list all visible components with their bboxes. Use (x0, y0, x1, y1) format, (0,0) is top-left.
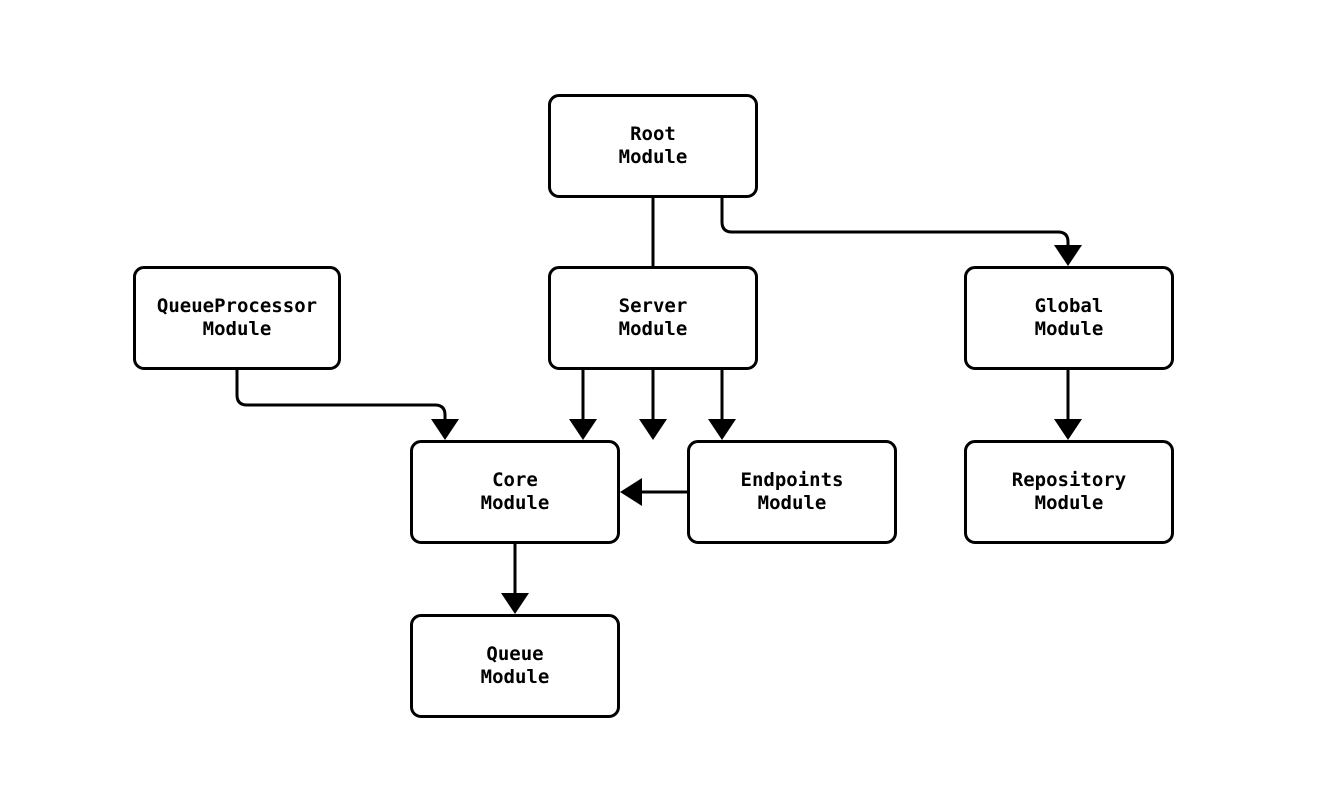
edge-root-to-global (720, 198, 1082, 266)
node-queue-module-suffix: Module (480, 666, 550, 688)
node-queueprocessor-module-name: QueueProcessor (156, 295, 318, 317)
node-queue-module[interactable]: Queue Module (410, 614, 620, 718)
node-core-module-name: Core (492, 469, 538, 491)
node-root-module-suffix: Module (618, 146, 688, 168)
node-repository-module[interactable]: Repository Module (964, 440, 1174, 544)
node-global-module-suffix: Module (1034, 318, 1104, 340)
node-repository-module-name: Repository (1011, 469, 1127, 491)
arrowhead-down (431, 419, 459, 440)
node-queueprocessor-module[interactable]: QueueProcessor Module (133, 266, 341, 370)
edge-server-to-core (569, 370, 597, 440)
edge-line (235, 370, 447, 430)
edge-line (720, 198, 1070, 256)
edge-global-to-repository (1054, 370, 1082, 440)
node-endpoints-module-suffix: Module (757, 492, 827, 514)
arrowhead-left (620, 478, 642, 506)
node-root-module[interactable]: Root Module (548, 94, 758, 198)
arrowhead-down (639, 419, 667, 440)
arrowhead-down (708, 419, 736, 440)
node-endpoints-module-name: Endpoints (740, 469, 844, 491)
arrowhead-down (501, 593, 529, 614)
node-server-module-suffix: Module (618, 318, 688, 340)
node-server-module[interactable]: Server Module (548, 266, 758, 370)
node-root-module-name: Root (630, 123, 676, 145)
node-server-module-name: Server (618, 295, 688, 317)
edge-endpoints-to-core (620, 478, 687, 506)
node-core-module[interactable]: Core Module (410, 440, 620, 544)
arrowhead-down (1054, 419, 1082, 440)
node-queue-module-name: Queue (486, 643, 544, 665)
node-endpoints-module[interactable]: Endpoints Module (687, 440, 897, 544)
node-repository-module-suffix: Module (1034, 492, 1104, 514)
edge-server-to-endpoints (708, 370, 736, 440)
edge-queueprocessor-to-core (235, 370, 459, 440)
node-global-module[interactable]: Global Module (964, 266, 1174, 370)
arrowhead-down (1054, 245, 1082, 266)
edge-core-to-queue (501, 544, 529, 614)
node-global-module-name: Global (1034, 295, 1104, 317)
node-core-module-suffix: Module (480, 492, 550, 514)
arrowhead-down (569, 419, 597, 440)
node-queueprocessor-module-suffix: Module (202, 318, 272, 340)
